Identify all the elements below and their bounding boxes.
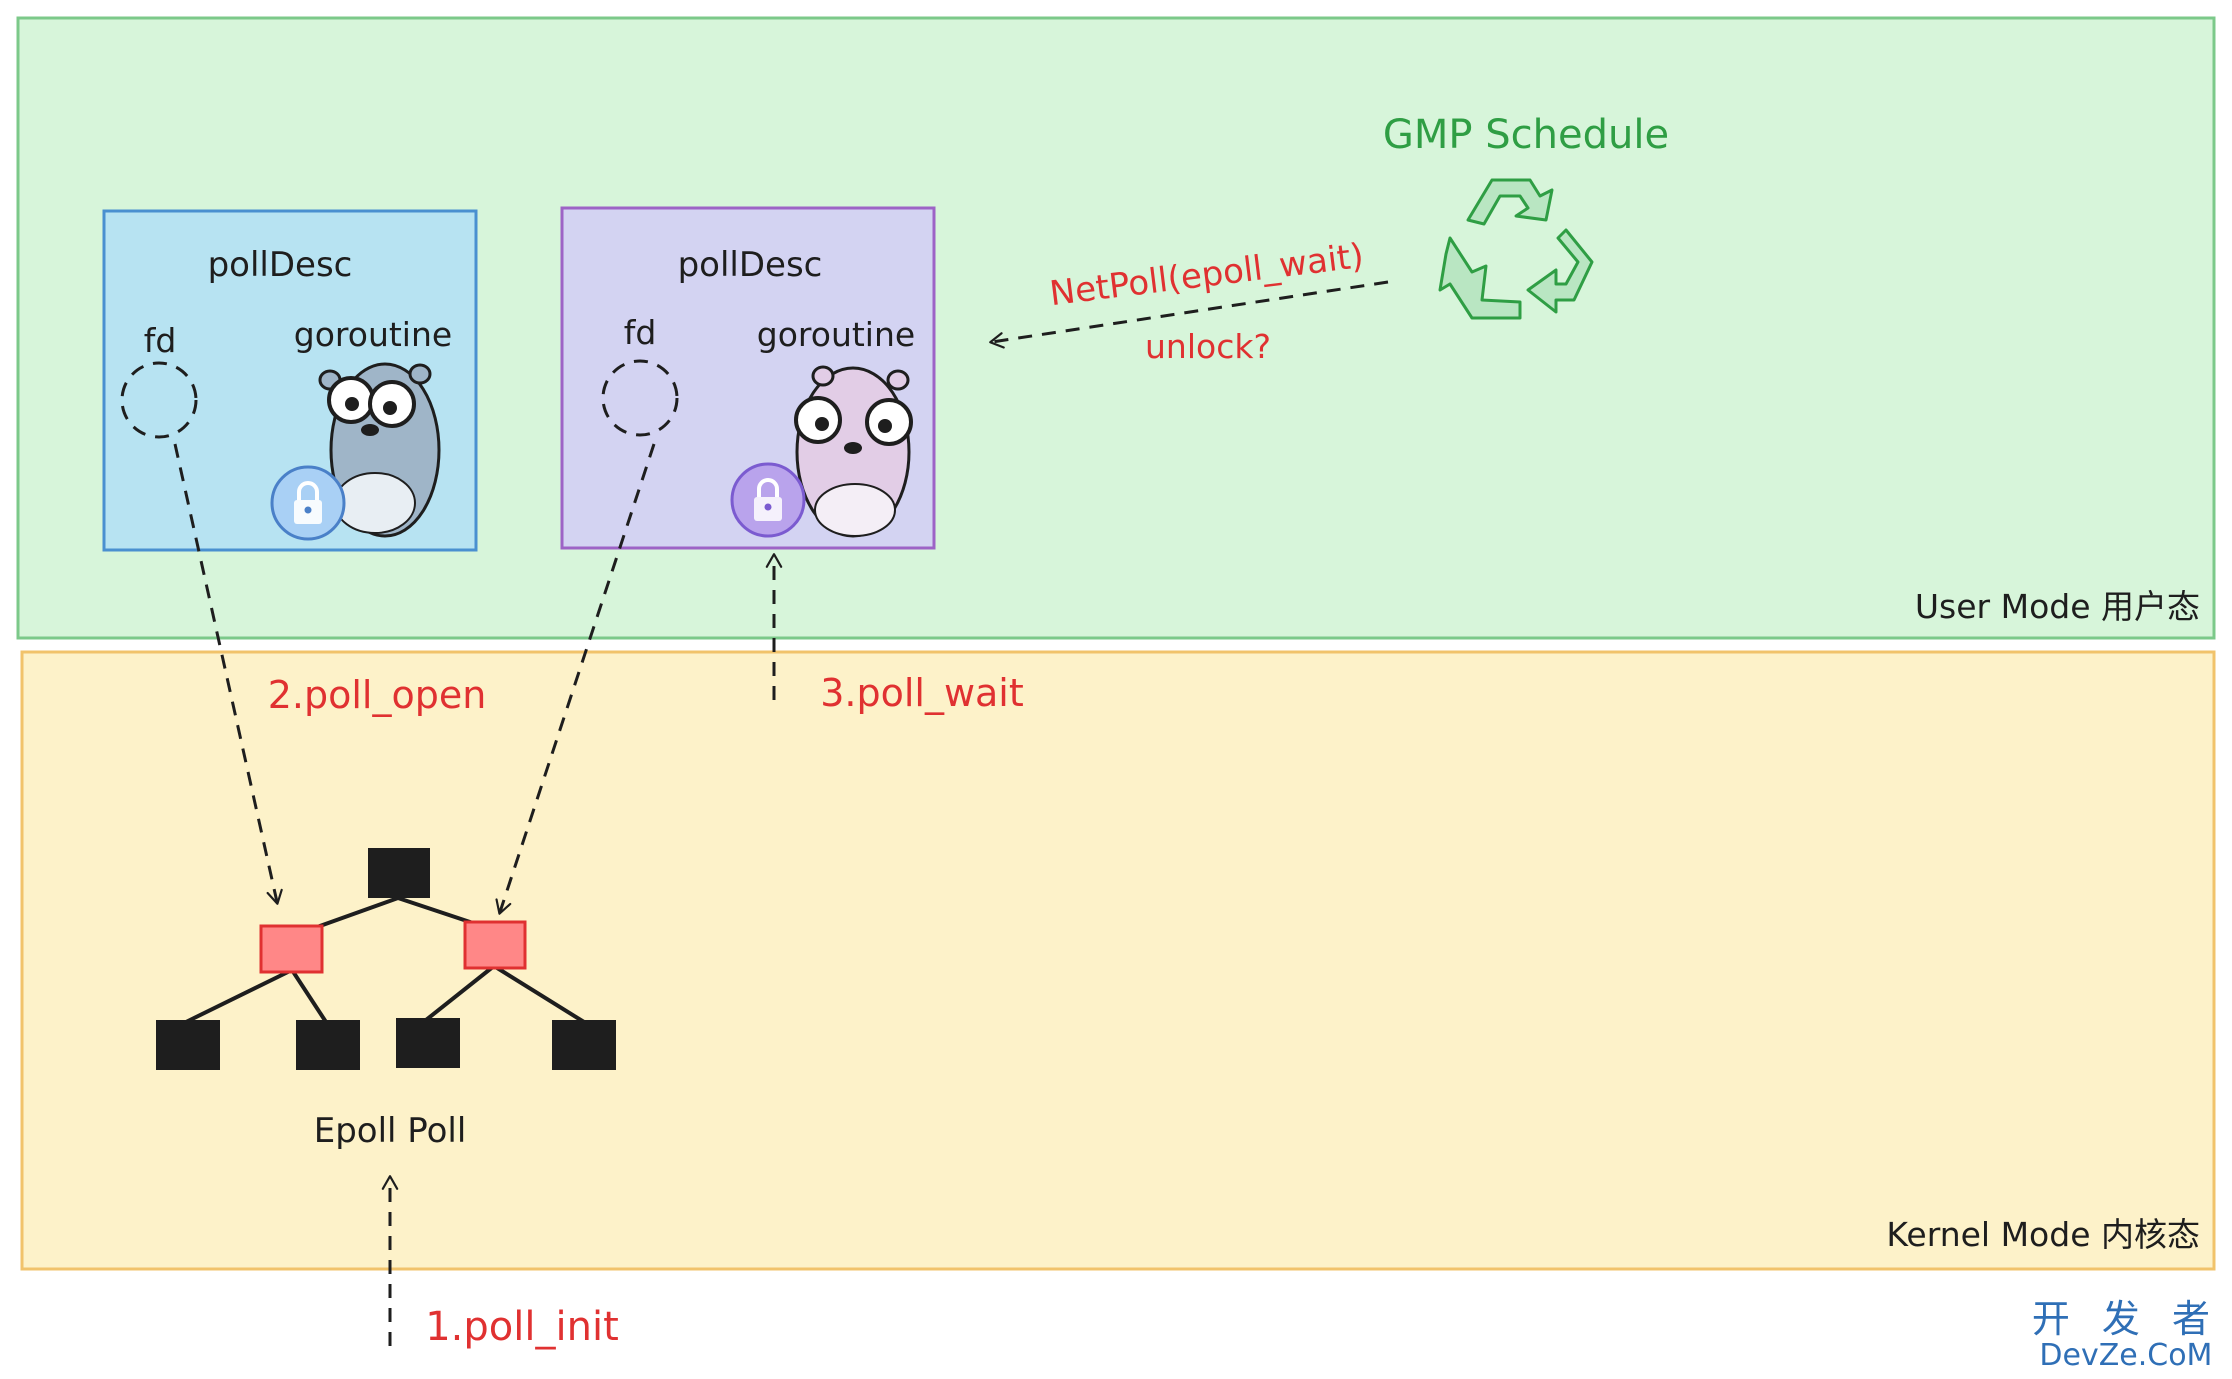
lock-icon xyxy=(270,465,346,541)
epoll-tree xyxy=(156,848,616,1070)
gopher-icon xyxy=(794,365,913,538)
poll-open-arrow-2 xyxy=(495,443,656,915)
user-mode-label: User Mode 用户态 xyxy=(1915,587,2200,626)
watermark: 开 发 者 DevZe.CoM xyxy=(2031,1296,2220,1373)
tree-root-node xyxy=(368,848,430,898)
unlock-label: unlock? xyxy=(1145,327,1271,366)
gmp-schedule-title: GMP Schedule xyxy=(1383,112,1669,158)
epoll-poll-label: Epoll Poll xyxy=(314,1111,467,1151)
fd-label-1: fd xyxy=(144,321,177,360)
poll-open-arrow-1 xyxy=(173,443,283,905)
poll-open-label: 2.poll_open xyxy=(268,673,487,717)
goroutine-label-1: goroutine xyxy=(294,315,452,354)
fd-slot-1 xyxy=(120,361,198,439)
watermark-en: DevZe.CoM xyxy=(2039,1337,2213,1373)
fd-slot-2 xyxy=(601,359,679,437)
tree-leaf-node xyxy=(156,1020,220,1070)
poll-desc-title-2: pollDesc xyxy=(678,245,823,285)
poll-wait-label: 3.poll_wait xyxy=(820,671,1024,715)
lock-icon xyxy=(730,462,806,538)
tree-leaf-node xyxy=(396,1018,460,1068)
goroutine-label-2: goroutine xyxy=(757,315,915,354)
poll-desc-box-1: pollDesc fd goroutine xyxy=(102,209,478,552)
gopher-icon xyxy=(318,362,441,538)
recycle-icon xyxy=(1438,178,1594,320)
tree-node-active xyxy=(463,920,527,970)
poll-init-label: 1.poll_init xyxy=(425,1304,619,1350)
kernel-mode-label: Kernel Mode 内核态 xyxy=(1886,1215,2200,1254)
poll-desc-box-2: pollDesc fd goroutine xyxy=(560,206,936,550)
fd-label-2: fd xyxy=(624,313,657,352)
tree-node-active xyxy=(259,924,324,974)
tree-leaf-node xyxy=(296,1020,360,1070)
kernel-mode-zone xyxy=(20,650,2216,1271)
tree-leaf-node xyxy=(552,1020,616,1070)
poll-desc-title-1: pollDesc xyxy=(208,245,353,285)
watermark-cn: 开 发 者 xyxy=(2031,1296,2220,1341)
netpoll-arrow xyxy=(989,280,1389,349)
